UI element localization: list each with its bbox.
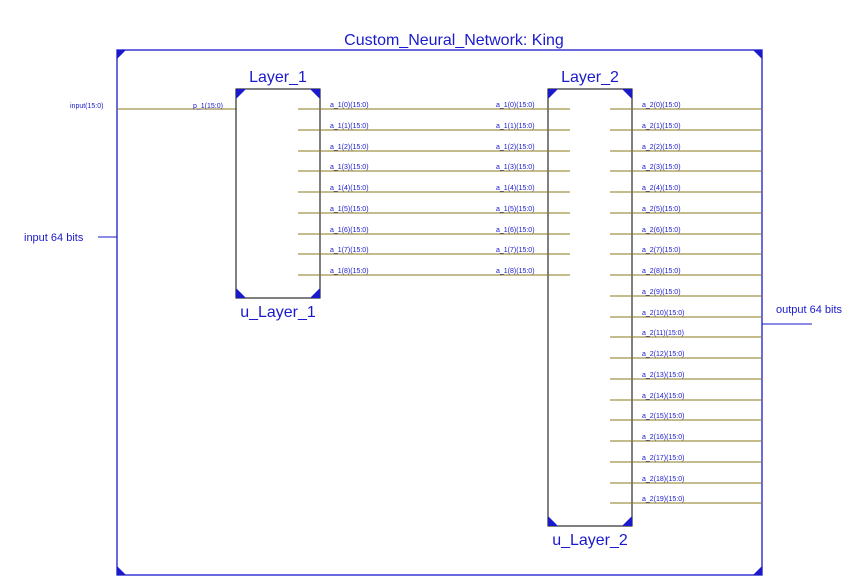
layer2-input-pin-label: a_1(6)(15:0) bbox=[496, 227, 535, 234]
layer2-output-pin-label: a_2(10)(15:0) bbox=[642, 310, 684, 317]
layer2-output-pin-label: a_2(7)(15:0) bbox=[642, 247, 681, 254]
layer2-output-pin-label: a_2(3)(15:0) bbox=[642, 164, 681, 171]
layer2-input-pin-label: a_1(4)(15:0) bbox=[496, 185, 535, 192]
layer2-output-pin-label: a_2(1)(15:0) bbox=[642, 123, 681, 130]
layer2-output-wires: a_2(0)(15:0) a_2(1)(15:0) a_2(2)(15:0) a_2(… bbox=[610, 102, 762, 504]
layer2-input-pin-label: a_1(8)(15:0) bbox=[496, 268, 535, 275]
layer2-output-pin-label: a_2(5)(15:0) bbox=[642, 206, 681, 213]
layer2-output-pin-label: a_2(8)(15:0) bbox=[642, 268, 681, 275]
layer2-input-pin-label: a_1(3)(15:0) bbox=[496, 164, 535, 171]
layer2-output-pin-label: a_2(2)(15:0) bbox=[642, 144, 681, 151]
layer2-output-pin-label: a_2(15)(15:0) bbox=[642, 413, 684, 420]
layer1-output-pin-label: a_1(8)(15:0) bbox=[330, 268, 369, 275]
layer2-input-pin-label: a_1(1)(15:0) bbox=[496, 123, 535, 130]
layer1-output-pin-label: a_1(6)(15:0) bbox=[330, 227, 369, 234]
layer1-input-pin-label: p_1(15:0) bbox=[193, 103, 223, 110]
layer1-output-pin-label: a_1(3)(15:0) bbox=[330, 164, 369, 171]
layer2-output-pin-label: a_2(13)(15:0) bbox=[642, 372, 684, 379]
layer2-output-pin-label: a_2(18)(15:0) bbox=[642, 476, 684, 483]
layer2-input-pin-label: a_1(7)(15:0) bbox=[496, 247, 535, 254]
layer1-output-wires: a_1(0)(15:0) a_1(0)(15:0) a_1(1)(15:0) a_1(… bbox=[298, 102, 570, 276]
layer2-output-pin-label: a_2(9)(15:0) bbox=[642, 289, 681, 296]
layer2-output-pin-label: a_2(12)(15:0) bbox=[642, 351, 684, 358]
layer1-output-pin-label: a_1(5)(15:0) bbox=[330, 206, 369, 213]
layer2-output-pin-label: a_2(19)(15:0) bbox=[642, 496, 684, 503]
layer1-output-pin-label: a_1(1)(15:0) bbox=[330, 123, 369, 130]
layer2-input-pin-label: a_1(2)(15:0) bbox=[496, 144, 535, 151]
layer2-instance: u_Layer_2 bbox=[552, 532, 628, 549]
layer2-input-pin-label: a_1(0)(15:0) bbox=[496, 102, 535, 109]
layer2-output-pin-label: a_2(11)(15:0) bbox=[642, 330, 684, 337]
layer1-output-pin-label: a_1(0)(15:0) bbox=[330, 102, 369, 109]
layer2-name: Layer_2 bbox=[561, 69, 619, 86]
layer2-output-pin-label: a_2(17)(15:0) bbox=[642, 455, 684, 462]
layer1-output-pin-label: a_1(4)(15:0) bbox=[330, 185, 369, 192]
top-level-block bbox=[116, 49, 763, 576]
layer1-instance: u_Layer_1 bbox=[240, 304, 316, 321]
layer2-input-pin-label: a_1(5)(15:0) bbox=[496, 206, 535, 213]
layer2-output-pin-label: a_2(4)(15:0) bbox=[642, 185, 681, 192]
layer1-block[interactable] bbox=[235, 88, 321, 299]
layer2-output-pin-label: a_2(0)(15:0) bbox=[642, 102, 681, 109]
input-port-label: input(15:0) bbox=[70, 103, 103, 110]
input-label: input 64 bits bbox=[24, 232, 84, 244]
layer2-output-pin-label: a_2(16)(15:0) bbox=[642, 434, 684, 441]
output-label: output 64 bits bbox=[776, 304, 843, 316]
layer2-output-pin-label: a_2(6)(15:0) bbox=[642, 227, 681, 234]
layer2-block[interactable] bbox=[547, 88, 633, 527]
layer1-output-pin-label: a_1(2)(15:0) bbox=[330, 144, 369, 151]
layer2-output-pin-label: a_2(14)(15:0) bbox=[642, 393, 684, 400]
layer1-output-pin-label: a_1(7)(15:0) bbox=[330, 247, 369, 254]
diagram-title: Custom_Neural_Network: King bbox=[344, 32, 564, 49]
layer1-name: Layer_1 bbox=[249, 69, 307, 86]
